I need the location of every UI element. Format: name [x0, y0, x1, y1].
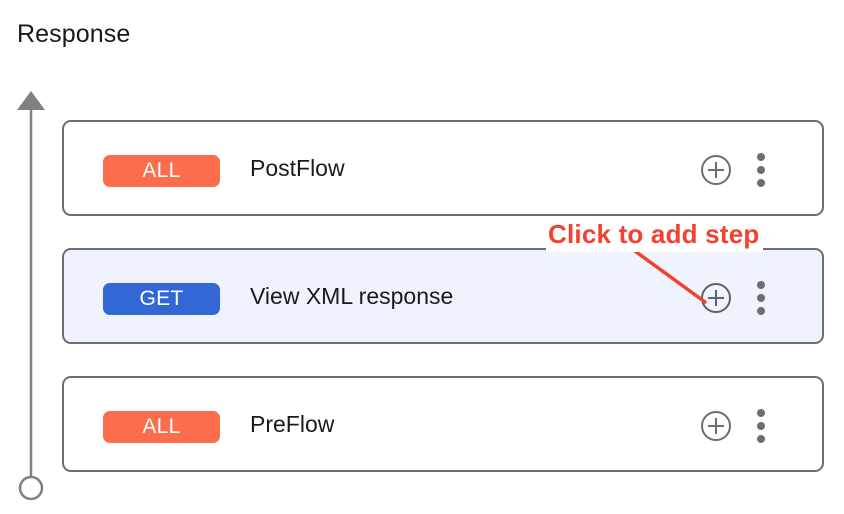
- flow-step-label: View XML response: [250, 282, 454, 309]
- flow-step-row-view-xml-response[interactable]: GET View XML response: [62, 248, 824, 344]
- more-options-button[interactable]: [750, 280, 772, 316]
- plus-circle-icon: [701, 155, 731, 185]
- add-step-button[interactable]: [700, 410, 732, 442]
- verb-badge-all: ALL: [103, 411, 220, 443]
- more-options-button[interactable]: [750, 408, 772, 444]
- flow-step-list: ALL PostFlow GET View XML response: [62, 120, 824, 472]
- flow-step-label: PreFlow: [250, 410, 335, 437]
- flow-step-row-preflow[interactable]: ALL PreFlow: [62, 376, 824, 472]
- arrow-head-icon: [17, 91, 45, 110]
- add-step-button[interactable]: [700, 154, 732, 186]
- more-vertical-icon: [757, 153, 765, 161]
- more-vertical-icon: [757, 281, 765, 289]
- more-options-button[interactable]: [750, 152, 772, 188]
- flow-step-row-postflow[interactable]: ALL PostFlow: [62, 120, 824, 216]
- flow-start-circle-icon: [18, 475, 44, 500]
- more-vertical-icon: [757, 409, 765, 417]
- flow-direction-arrow: [17, 91, 45, 500]
- page-title: Response: [17, 20, 131, 48]
- plus-circle-icon: [701, 411, 731, 441]
- add-step-button-highlighted[interactable]: [700, 282, 732, 314]
- flow-step-label: PostFlow: [250, 154, 345, 181]
- verb-badge-get: GET: [103, 283, 220, 315]
- verb-badge-all: ALL: [103, 155, 220, 187]
